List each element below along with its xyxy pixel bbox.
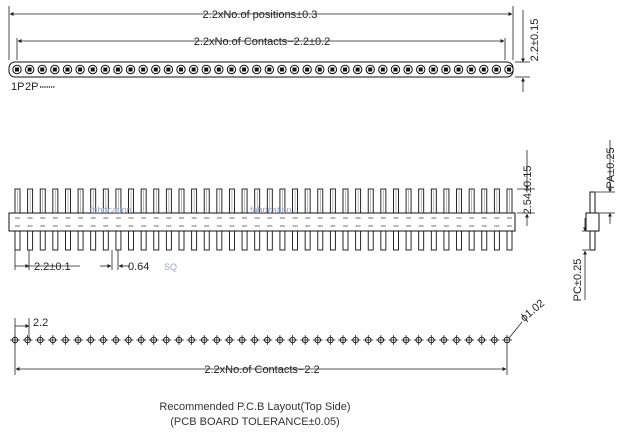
- top-pin-square: [153, 67, 158, 72]
- pin2-label: 2P: [25, 81, 38, 93]
- pin-height-label: 2.54±0.15: [522, 166, 534, 215]
- top-pin-square: [279, 67, 284, 72]
- layout-length-label: 2.2xNo.of Contacts−2.2: [204, 364, 319, 376]
- top-pin-square: [166, 67, 171, 72]
- top-pin-square: [330, 67, 335, 72]
- top-pin-square: [40, 67, 45, 72]
- top-pin-square: [343, 67, 347, 72]
- top-pin-square: [52, 67, 57, 72]
- front-pin-row-over: [15, 217, 512, 227]
- top-pin-row: [12, 64, 514, 75]
- top-pin-square: [216, 67, 221, 72]
- top-pin-square: [494, 67, 499, 72]
- top-pin-square: [380, 67, 385, 72]
- top-pin-square: [406, 67, 411, 72]
- side-view: PA±0.25 PC±0.25: [572, 140, 617, 301]
- top-pin-square: [128, 67, 133, 72]
- pa-label: PA±0.25: [605, 147, 617, 188]
- pc-label: PC±0.25: [572, 259, 584, 302]
- top-pin-square: [292, 67, 297, 72]
- top-pin-square: [267, 67, 272, 72]
- top-pin-square: [393, 67, 398, 72]
- watermark-text: fabrication: [250, 205, 292, 215]
- pin1-label: 1P: [11, 81, 24, 93]
- top-pin-square: [456, 67, 461, 72]
- top-pin-square: [254, 67, 259, 72]
- top-pin-square: [141, 67, 146, 72]
- pcb-layout-caption: Recommended P.C.B Layout(Top Side): [159, 401, 351, 413]
- top-pin-square: [418, 67, 423, 72]
- pad-row: [10, 335, 512, 345]
- pitch-label: 2.2±0.1: [34, 261, 71, 273]
- top-pin-square: [90, 67, 95, 72]
- top-pin-square: [507, 67, 511, 72]
- top-view: 2.2xNo.of positions±0.3 2.2xNo.of Contac…: [8, 6, 541, 93]
- contacts-dimension-label: 2.2xNo.of Contacts−2.2±0.2: [194, 36, 331, 48]
- top-pin-square: [242, 67, 247, 72]
- positions-dimension-label: 2.2xNo.of positions±0.3: [203, 9, 318, 21]
- top-pin-square: [481, 67, 486, 72]
- top-pin-square: [15, 67, 19, 72]
- top-pin-square: [191, 67, 196, 72]
- side-body: [585, 212, 600, 232]
- front-view: fabrication fabrication 2.54±0.15 2.2±0.…: [8, 150, 535, 273]
- top-pin-square: [305, 67, 310, 72]
- top-pin-square: [115, 67, 120, 72]
- pcb-layout-view: 2.2 ϕ1.02 2.2xNo.of Contacts−2.2: [10, 297, 547, 376]
- top-pin-square: [65, 67, 70, 72]
- top-pin-square: [469, 67, 474, 72]
- body-height-label: 2.2±0.15: [529, 19, 541, 62]
- top-pin-square: [431, 67, 436, 72]
- top-pin-square: [78, 67, 83, 72]
- top-pin-square: [443, 67, 448, 72]
- top-pin-square: [204, 67, 209, 72]
- top-pin-square: [27, 67, 32, 72]
- top-pin-square: [317, 67, 322, 72]
- pcb-tolerance-caption: (PCB BOARD TOLERANCE±0.05): [170, 416, 340, 428]
- top-pin-square: [368, 67, 373, 72]
- top-pin-square: [103, 67, 108, 72]
- top-pin-square: [229, 67, 234, 72]
- square-mark: SQ: [164, 262, 177, 272]
- plastic-body: [8, 212, 516, 232]
- pin-square-label: 0.64: [128, 261, 149, 273]
- watermark-text: fabrication: [90, 205, 132, 215]
- hole-leader-line: [508, 321, 523, 339]
- layout-pitch-label: 2.2: [33, 317, 48, 329]
- hole-diameter-label: ϕ1.02: [518, 297, 547, 324]
- top-pin-square: [179, 67, 183, 72]
- top-pin-square: [355, 67, 360, 72]
